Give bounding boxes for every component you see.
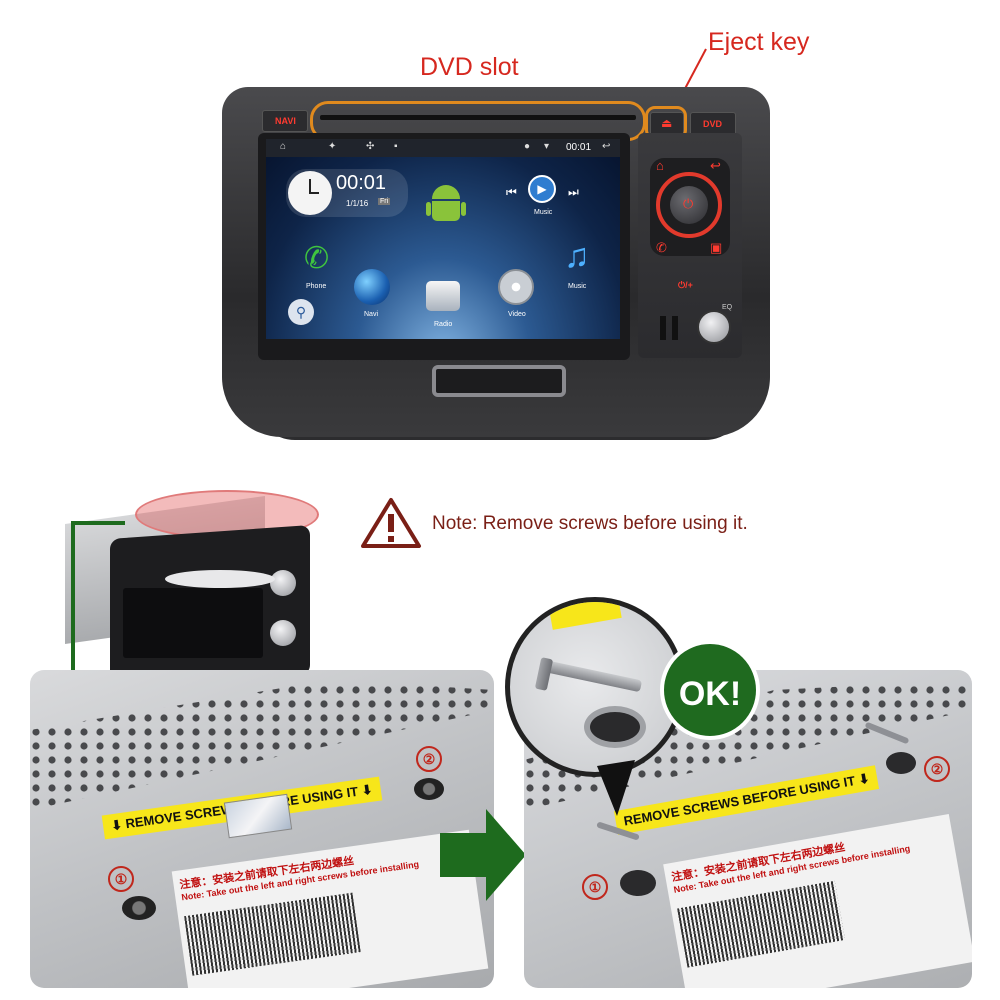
previous-track-icon[interactable]: ⏮ — [506, 185, 517, 199]
app-label: Video — [508, 311, 526, 318]
back-button-icon[interactable]: ↩ — [710, 158, 721, 173]
warning-sticker: 注意：安装之前请取下左右两边螺丝 Note: Take out the left… — [663, 813, 972, 988]
search-icon[interactable]: ⚲ — [288, 299, 314, 325]
head-unit-handle — [432, 365, 566, 397]
magnified-screw-head — [534, 657, 554, 691]
warning-triangle-icon — [361, 498, 421, 548]
app-label: Navi — [364, 311, 379, 318]
phone-icon: ✆ — [304, 242, 330, 275]
screw-hole-2 — [886, 752, 916, 774]
magnified-yellow-label — [548, 602, 622, 630]
music-note-icon: ♫ — [564, 237, 590, 275]
clock-time: 00:01 — [336, 172, 387, 194]
red-ring — [656, 172, 722, 238]
android-home-screen[interactable]: 00:01 1/1/16 Fri ⏮ ▶ ⏭ Music ✆ Phone Nav… — [266, 157, 620, 339]
eq-label: EQ — [722, 304, 733, 311]
app-radio[interactable]: Radio — [422, 281, 468, 331]
volume-knob[interactable] — [697, 310, 731, 344]
power-icon: ⏻ — [683, 196, 694, 211]
app-navi[interactable]: Navi — [350, 269, 396, 321]
next-track-icon[interactable]: ⏭ — [568, 185, 579, 199]
hologram-sticker — [223, 793, 293, 839]
left-chassis-photo: ⬇ REMOVE SCREWS BEFORE USING IT ⬇ 注意：安装之… — [30, 670, 494, 988]
vent-holes — [524, 680, 972, 810]
clock-day: Fri — [378, 198, 391, 205]
vol-label: ⏻/+ — [678, 280, 693, 290]
ok-badge-icon: OK! — [660, 640, 760, 740]
music-widget-label: Music — [534, 209, 553, 216]
unit-chassis-photo — [65, 480, 320, 689]
eject-icon: ⏏ — [661, 116, 673, 130]
clock-date: 1/1/16 — [346, 199, 369, 208]
screw-hole-1 — [620, 870, 656, 896]
sd-slot[interactable] — [660, 316, 666, 340]
screw-magnifier — [505, 597, 685, 777]
clock-widget[interactable]: 00:01 1/1/16 Fri — [286, 169, 408, 217]
screw-1[interactable] — [122, 896, 156, 920]
magnifier-pointer — [597, 760, 635, 816]
android-icon — [426, 185, 466, 227]
screw-number-2: ② — [416, 746, 442, 772]
phone-button-icon[interactable]: ✆ — [656, 240, 667, 255]
down-arrow-icon-2: ⬇ — [357, 781, 374, 799]
navi-button[interactable]: NAVI — [262, 110, 308, 132]
dvd-slot[interactable] — [320, 115, 636, 120]
note-text: Note: Remove screws before using it. — [432, 513, 748, 534]
app-phone[interactable]: ✆ Phone — [298, 241, 338, 293]
fan-icon[interactable]: ✣ — [366, 141, 375, 152]
magnified-screw — [541, 659, 643, 693]
app-label: Phone — [306, 283, 327, 290]
wifi-icon: ▾ — [544, 141, 550, 152]
magnified-hole — [584, 706, 646, 748]
sd-slot-2[interactable] — [672, 316, 678, 340]
navi-button-label: NAVI — [275, 116, 296, 126]
play-button[interactable]: ▶ — [528, 175, 556, 203]
green-arrow-right-icon — [440, 809, 526, 901]
dvd-button-label: DVD — [703, 119, 723, 129]
screw-number-1: ① — [582, 874, 608, 900]
analog-clock-icon — [288, 171, 332, 215]
status-bar: ⌂ ✦ ✣ ▪ ● ▾ 00:01 ↩ — [266, 139, 620, 157]
globe-icon — [354, 269, 390, 305]
app-video[interactable]: Video — [494, 269, 540, 321]
app-label: Radio — [434, 321, 453, 328]
screw-2[interactable] — [414, 778, 444, 800]
radio-icon — [426, 281, 460, 311]
brightness-icon[interactable]: ✦ — [328, 141, 337, 152]
dvd-slot-callout: DVD slot — [420, 53, 519, 81]
location-icon: ● — [524, 141, 531, 152]
down-arrow-icon: ⬇ — [853, 770, 871, 788]
video-reel-icon — [498, 269, 534, 305]
barcode — [677, 880, 846, 968]
home-icon[interactable]: ⌂ — [280, 141, 287, 152]
status-time: 00:01 — [566, 142, 592, 153]
back-icon[interactable]: ↩ — [602, 141, 611, 152]
center-dial[interactable] — [670, 186, 708, 224]
eject-key-callout: Eject key — [708, 28, 810, 56]
vent-holes — [30, 680, 494, 810]
screw-number-1: ① — [108, 866, 134, 892]
barcode — [184, 892, 361, 976]
app-label: Music — [568, 283, 587, 290]
screw-number-2: ② — [924, 756, 950, 782]
window-icon[interactable]: ▪ — [394, 141, 398, 152]
dvd-button[interactable]: DVD — [690, 112, 736, 136]
media-button-icon[interactable]: ▣ — [710, 240, 723, 255]
home-button-icon[interactable]: ⌂ — [656, 158, 664, 173]
app-music[interactable]: ♫ Music — [558, 237, 604, 293]
